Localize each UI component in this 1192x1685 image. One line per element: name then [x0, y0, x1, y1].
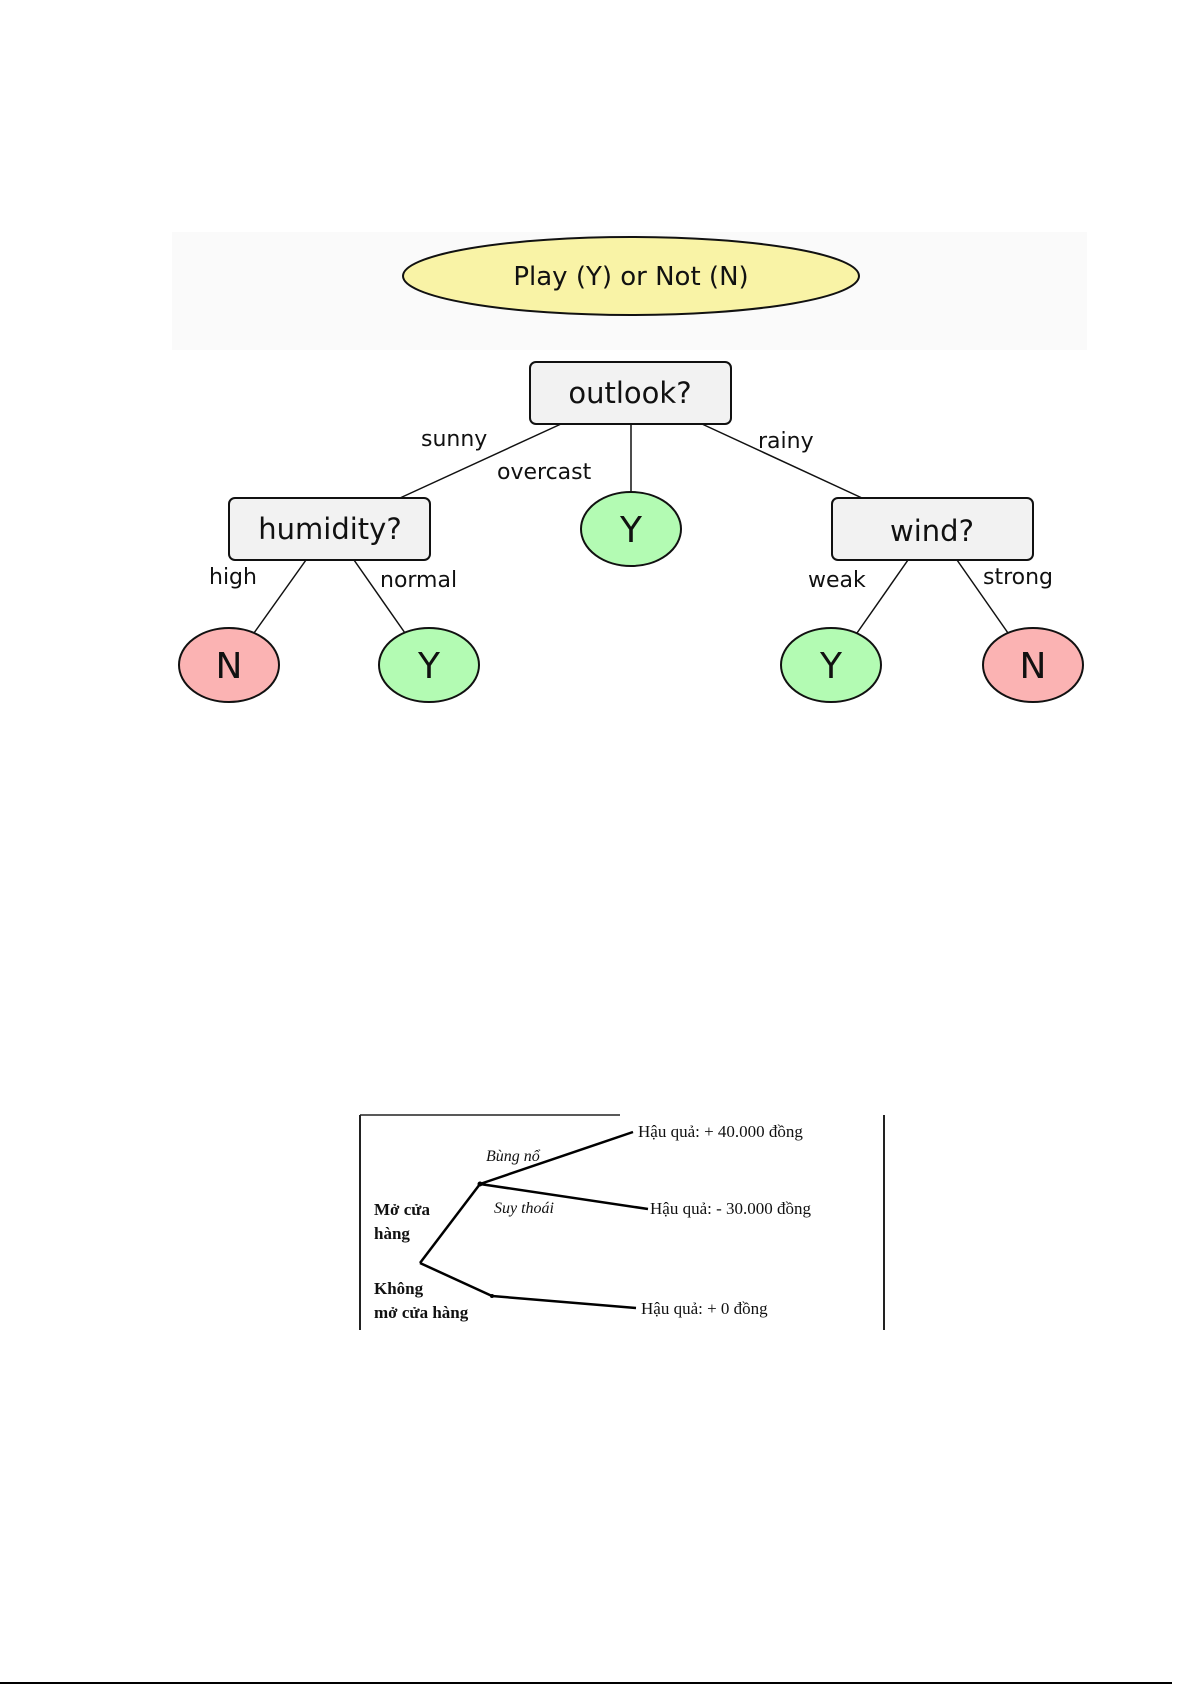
choice-not-open-line2: mở cửa hàng — [374, 1303, 469, 1322]
outcome-recession: Hậu quả: - 30.000 đồng — [650, 1199, 812, 1218]
figure-frame — [360, 1115, 884, 1330]
branch-zero — [492, 1296, 636, 1308]
state-boom: Bùng nổ — [486, 1148, 541, 1165]
choice-open-line2: hàng — [374, 1224, 410, 1243]
branch-open — [420, 1184, 480, 1263]
not-open-node — [490, 1294, 494, 1298]
page-bottom-rule — [0, 1682, 1172, 1684]
branch-not-open — [420, 1263, 492, 1296]
outcome-boom: Hậu quả: + 40.000 đồng — [638, 1122, 803, 1141]
chance-node — [478, 1182, 483, 1187]
choice-not-open-line1: Không — [374, 1279, 424, 1298]
state-recession: Suy thoái — [494, 1200, 554, 1217]
choice-open-line1: Mở cửa — [374, 1200, 430, 1219]
outcome-not-open: Hậu quả: + 0 đồng — [641, 1299, 768, 1318]
